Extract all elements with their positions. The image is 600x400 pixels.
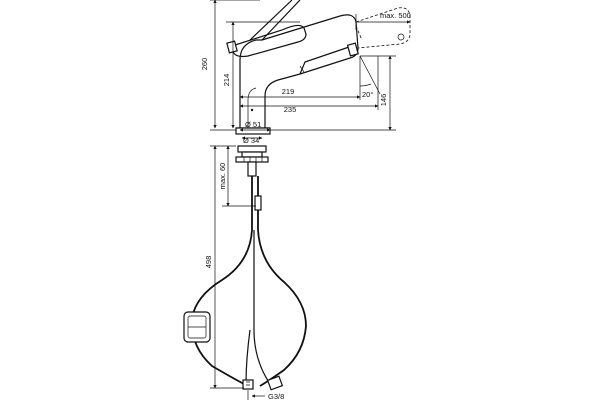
hose-connectors bbox=[242, 375, 284, 391]
dim-thread: G3/8 bbox=[268, 392, 284, 400]
dim-max-60: max. 60 bbox=[218, 163, 227, 190]
dim-219: 219 bbox=[282, 87, 295, 96]
dim-pullout: max. 500 bbox=[380, 11, 411, 20]
dim-angle: 20° bbox=[362, 90, 373, 99]
dim-235: 235 bbox=[284, 105, 297, 114]
dimension-lines-bottom bbox=[210, 145, 265, 400]
dim-260: 260 bbox=[200, 58, 209, 71]
dim-dia-34: Ø 34 bbox=[243, 136, 259, 145]
faucet-body bbox=[226, 14, 359, 135]
dim-214: 214 bbox=[222, 74, 231, 87]
lever-arm bbox=[249, 0, 301, 41]
dimension-lines-top bbox=[210, 0, 411, 140]
dim-146: 146 bbox=[379, 94, 388, 107]
dimension-labels: 260 214 219 235 146 20° max. 500 Ø 51 Ø … bbox=[200, 11, 411, 400]
dim-498: 498 bbox=[204, 256, 213, 269]
pullout-spout-outline bbox=[355, 7, 411, 49]
hose-weight bbox=[183, 311, 211, 343]
dim-dia-51: Ø 51 bbox=[245, 120, 261, 129]
mounting-assembly bbox=[235, 145, 269, 177]
hoses bbox=[190, 176, 307, 387]
